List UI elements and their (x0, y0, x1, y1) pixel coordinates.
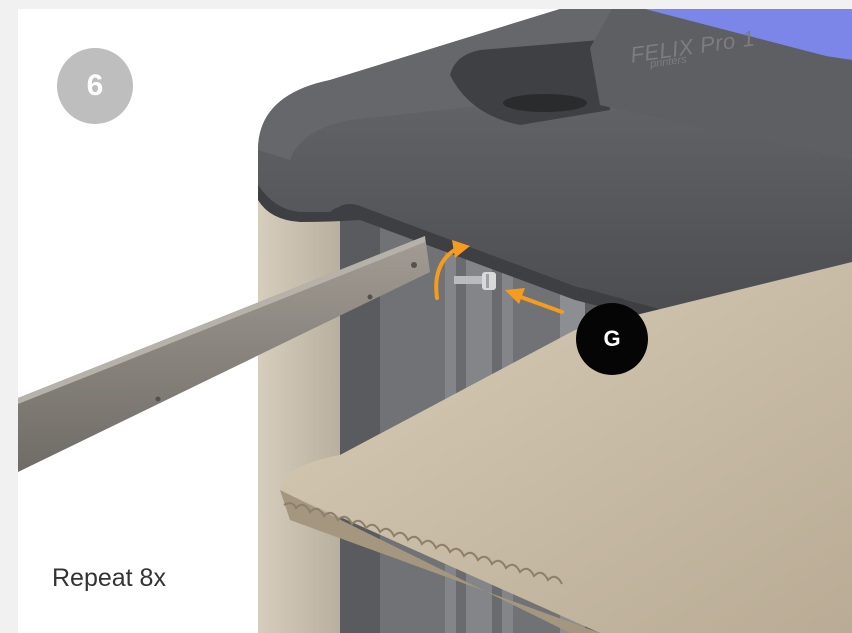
frame-left (258, 190, 350, 633)
display-bezel (590, 9, 852, 160)
straight-arrow-icon (505, 288, 564, 314)
step-number-badge: 6 (57, 48, 133, 124)
part-callout-badge: G (576, 303, 648, 375)
printer-illustration (18, 9, 852, 633)
metal-rail (18, 236, 430, 472)
display-screen (645, 9, 852, 60)
curved-arrow-icon (434, 240, 470, 300)
cardboard-panel (280, 262, 852, 633)
illustration-panel (18, 9, 852, 633)
instruction-caption: Repeat 8x (52, 564, 166, 592)
screw (454, 272, 496, 290)
